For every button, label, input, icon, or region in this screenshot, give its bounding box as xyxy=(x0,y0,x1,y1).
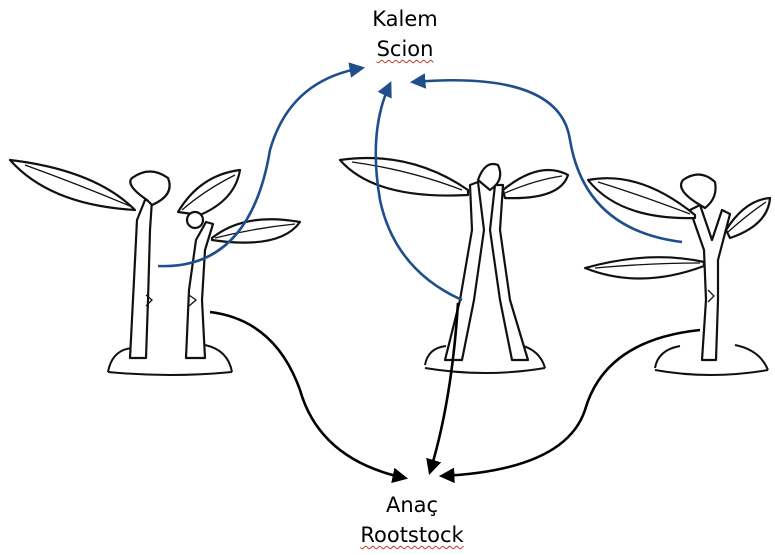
scion-label-english-text: Scion xyxy=(377,37,434,61)
scion-label-turkish: Kalem xyxy=(305,6,505,32)
stem-left-rootstock xyxy=(130,200,152,358)
stem-left-scion xyxy=(186,222,213,358)
rootstock-label-turkish: Anaç xyxy=(312,492,512,518)
stem-right xyxy=(690,205,730,360)
leaf-left-4 xyxy=(212,219,300,242)
leaf-middle-2 xyxy=(503,170,568,198)
stem-middle-a xyxy=(445,182,484,360)
plant-left xyxy=(10,160,300,375)
rootstock-label-english: Rootstock xyxy=(312,522,512,548)
rootstock-arrow-right xyxy=(442,330,700,476)
leaf-left-2 xyxy=(130,172,169,206)
plant-right xyxy=(585,174,770,375)
scion-arrow-right xyxy=(413,80,682,242)
stem-middle-b xyxy=(490,185,528,360)
leaf-left-1 xyxy=(10,160,135,210)
leaf-right-2 xyxy=(681,174,716,208)
rootstock-label-english-text: Rootstock xyxy=(360,523,463,547)
rootstock-arrow-left xyxy=(210,312,405,478)
scion-label-english: Scion xyxy=(305,36,505,62)
soil-left xyxy=(108,345,232,375)
